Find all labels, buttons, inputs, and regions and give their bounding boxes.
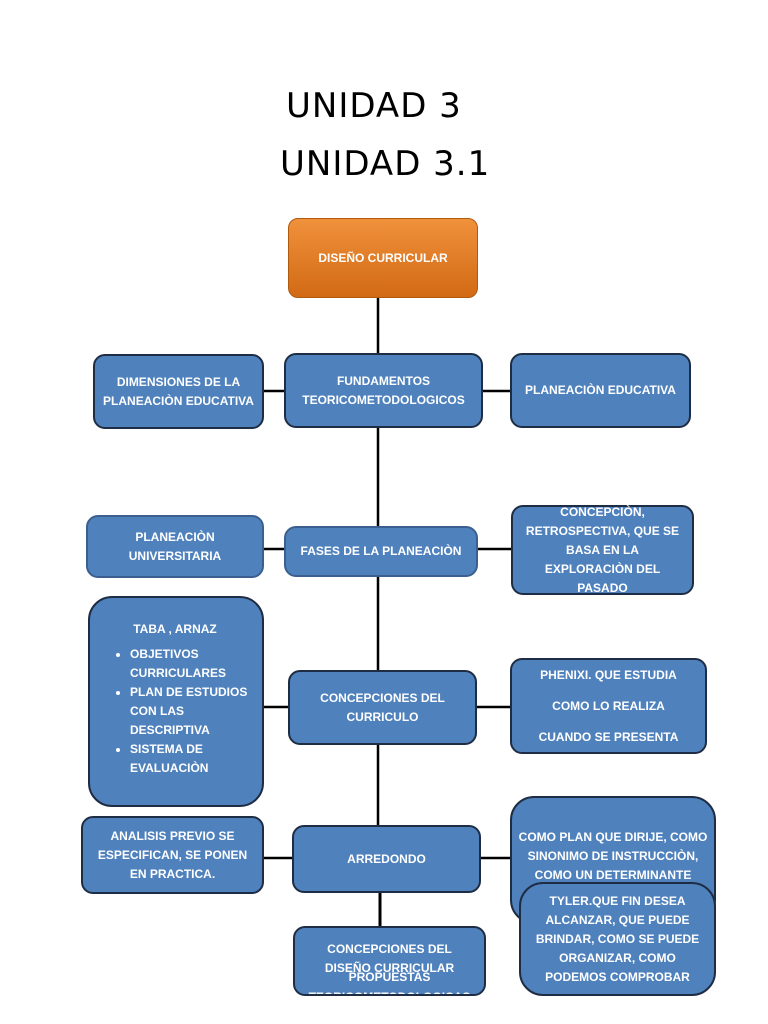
node-diseno-curricular: DISEÑO CURRICULAR	[288, 218, 478, 298]
node-label: TYLER.QUE FIN DESEA ALCANZAR, QUE PUEDE …	[535, 893, 700, 984]
node-planeacion-universitaria: PLANEACIÒN UNIVERSITARIA	[86, 515, 264, 578]
phenixi-line: CUANDO SE PRESENTA	[538, 729, 679, 744]
taba-content: TABA , ARNAZ OBJETIVOS CURRICULARES PLAN…	[98, 620, 252, 778]
phenixi-content: PHENIXI. QUE ESTUDIA COMO LO REALIZA CUA…	[539, 666, 679, 747]
node-tyler: TYLER.QUE FIN DESEA ALCANZAR, QUE PUEDE …	[519, 882, 716, 996]
node-label: ANALISIS PREVIO SE ESPECIFICAN, SE PONEN…	[97, 828, 248, 881]
node-label: ARREDONDO	[347, 851, 426, 866]
taba-list: OBJETIVOS CURRICULARES PLAN DE ESTUDIOS …	[98, 645, 252, 778]
taba-heading: TABA , ARNAZ	[133, 622, 217, 636]
node-label: PLANEACIÒN EDUCATIVA	[525, 383, 676, 397]
node-fases: FASES DE LA PLANEACIÒN	[284, 526, 478, 577]
taba-item: SISTEMA DE EVALUACIÒN	[130, 740, 252, 778]
taba-item: OBJETIVOS CURRICULARES	[130, 645, 252, 683]
phenixi-line: COMO LO REALIZA	[552, 698, 665, 713]
node-label: FASES DE LA PLANEACIÒN	[300, 544, 462, 558]
node-label: CONCEPCIÒN, RETROSPECTIVA, QUE SE BASA E…	[525, 504, 680, 595]
phenixi-line: PHENIXI. QUE ESTUDIA	[540, 667, 677, 682]
node-label: DISEÑO CURRICULAR	[318, 250, 448, 265]
node-taba-arnaz: TABA , ARNAZ OBJETIVOS CURRICULARES PLAN…	[88, 596, 264, 807]
node-dimensiones: DIMENSIONES DE LA PLANEACIÒN EDUCATIVA	[93, 354, 264, 429]
node-label: DIMENSIONES DE LA PLANEACIÒN EDUCATIVA	[103, 374, 254, 408]
node-arredondo: ARREDONDO	[292, 825, 481, 893]
node-planeacion-educativa: PLANEACIÒN EDUCATIVA	[510, 353, 691, 428]
node-concepciones-diseno: CONCEPCIONES DEL DISEÑO CURRICULAR PROPU…	[293, 926, 486, 996]
node-concepciones-curriculo: CONCEPCIONES DEL CURRICULO	[288, 670, 477, 745]
node-label: CONCEPCIONES DEL CURRICULO	[320, 690, 445, 724]
node-label: PLANEACIÒN UNIVERSITARIA	[128, 529, 222, 563]
node-label: FUNDAMENTOS TEORICOMETODOLOGICOS	[302, 373, 465, 407]
propuestas-label: PROPUESTAS	[348, 970, 431, 984]
node-label: CONCEPCIONES DEL DISEÑO CURRICULAR	[324, 942, 455, 975]
node-fundamentos: FUNDAMENTOS TEORICOMETODOLOGICOS	[284, 353, 483, 428]
taba-item: PLAN DE ESTUDIOS CON LAS DESCRIPTIVA	[130, 683, 252, 740]
node-analisis: ANALISIS PREVIO SE ESPECIFICAN, SE PONEN…	[81, 816, 264, 894]
node-phenixi: PHENIXI. QUE ESTUDIA COMO LO REALIZA CUA…	[510, 658, 707, 754]
node-concepcion: CONCEPCIÒN, RETROSPECTIVA, QUE SE BASA E…	[511, 505, 694, 595]
title-unidad-3: UNIDAD 3	[286, 86, 462, 126]
title-unidad-3-1: UNIDAD 3.1	[280, 144, 491, 184]
propuestas-label: TEORICOMETODOLOGICAS	[295, 988, 484, 994]
